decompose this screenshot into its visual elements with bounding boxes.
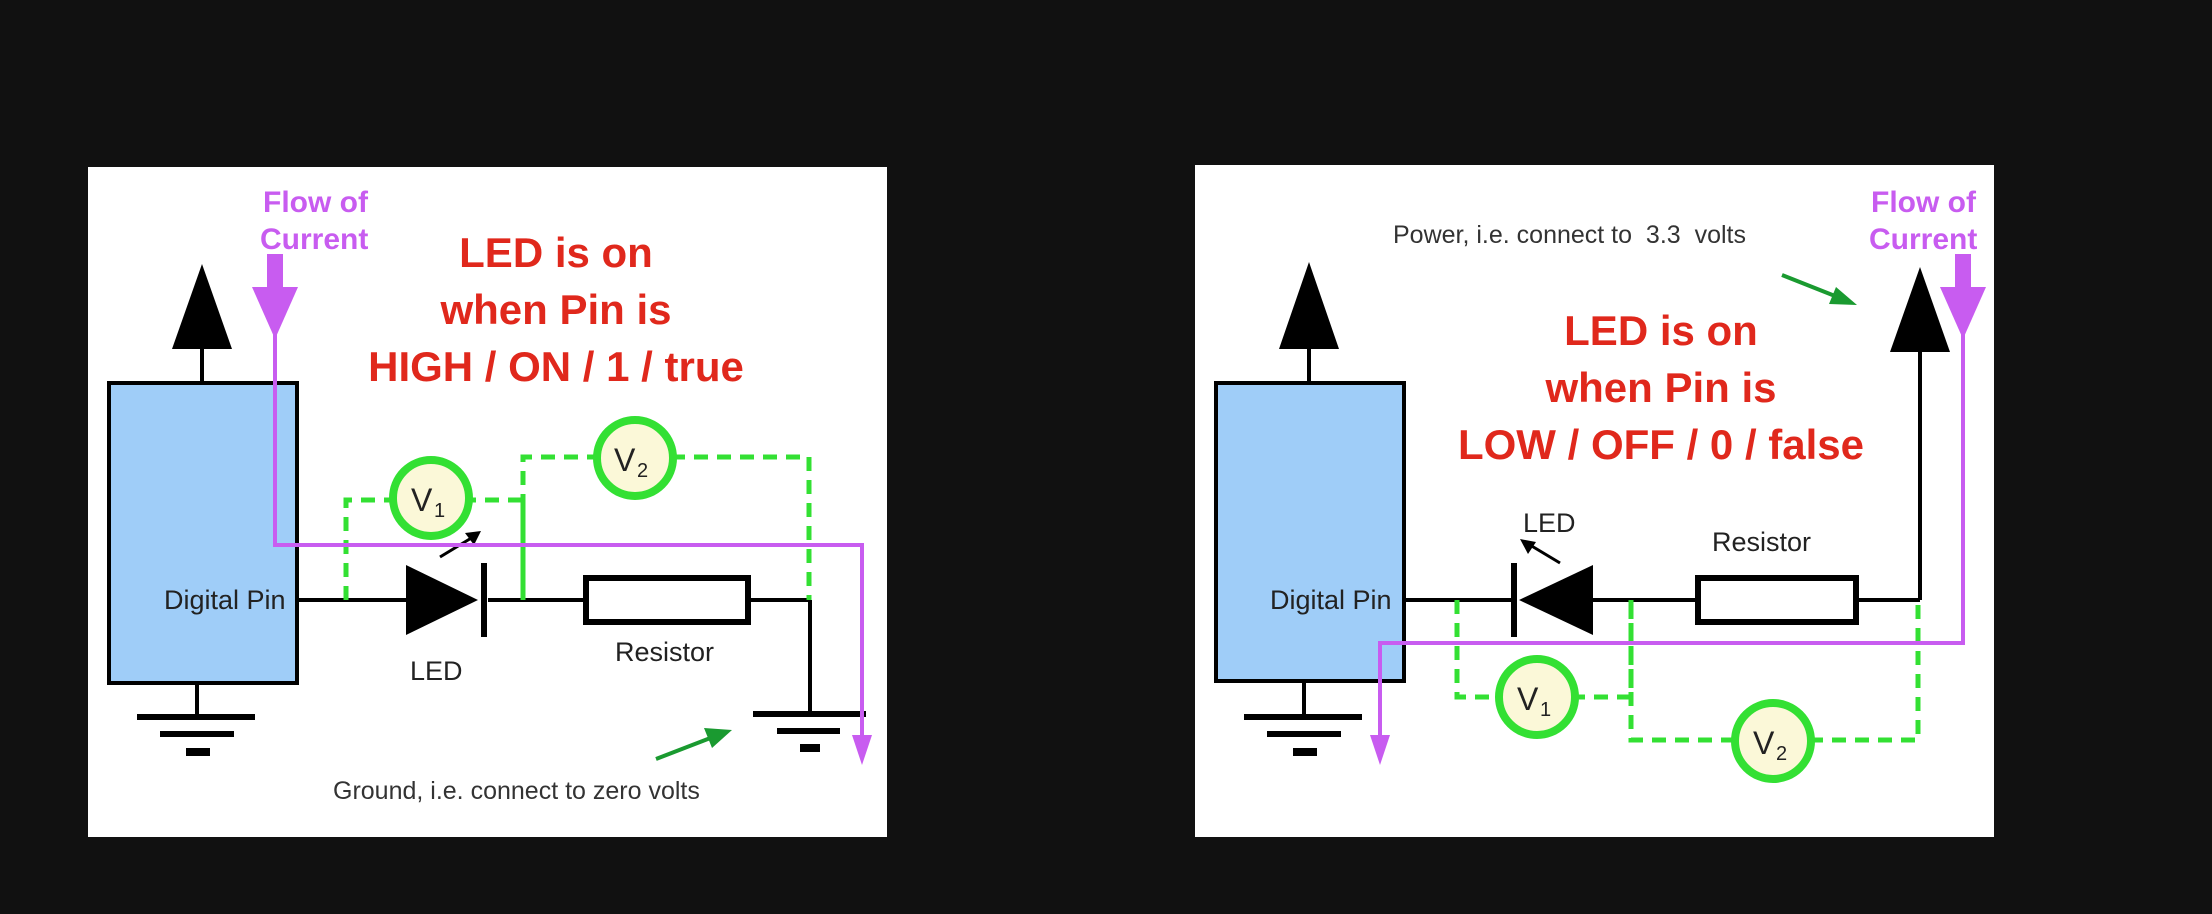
ground-icon bbox=[1244, 681, 1362, 756]
power-note: Power, i.e. connect to 3.3 volts bbox=[1393, 221, 1746, 249]
ground-icon bbox=[137, 683, 255, 756]
circuit-wire bbox=[297, 598, 812, 712]
voltmeter-2-subscript: 2 bbox=[1776, 743, 1787, 765]
voltmeter-2-subscript: 2 bbox=[637, 460, 648, 482]
resistor-icon bbox=[583, 575, 751, 625]
ground-icon bbox=[753, 711, 866, 752]
resistor-label: Resistor bbox=[615, 637, 714, 667]
digital-pin-label: Digital Pin bbox=[164, 585, 286, 615]
headline-line2: when Pin is bbox=[439, 286, 671, 333]
power-supply-icon bbox=[1279, 262, 1339, 383]
led-label: LED bbox=[410, 656, 463, 686]
voltmeter-2-label: V bbox=[614, 442, 636, 478]
headline-line1: LED is on bbox=[459, 229, 653, 276]
resistor-label: Resistor bbox=[1712, 527, 1811, 557]
voltmeter-icon: V 2 bbox=[593, 416, 677, 500]
pointer-arrow-icon bbox=[655, 728, 732, 761]
voltmeter-1-label: V bbox=[1517, 681, 1539, 717]
pointer-arrow-icon bbox=[1781, 273, 1857, 305]
flow-arrow-icon bbox=[1370, 254, 1986, 765]
led-diode-icon bbox=[1511, 539, 1593, 637]
voltmeter-probe-wires bbox=[343, 454, 812, 600]
circuit-panel-active-low: V 1 V 2 Flow of Current Power, i.e. conn… bbox=[1195, 165, 1994, 837]
led-label: LED bbox=[1523, 508, 1576, 538]
ground-note: Ground, i.e. connect to zero volts bbox=[333, 777, 700, 805]
power-supply-icon bbox=[172, 264, 232, 383]
flow-of-current-label-line2: Current bbox=[260, 223, 368, 256]
circuit-diagram-active-low: V 1 V 2 Flow of Current Power, i.e. conn… bbox=[1214, 186, 1986, 783]
flow-of-current-label-line1: Flow of bbox=[263, 186, 369, 219]
headline-line3: HIGH / ON / 1 / true bbox=[368, 343, 744, 390]
voltmeter-icon: V 2 bbox=[1731, 699, 1815, 783]
flow-of-current-label-line1: Flow of bbox=[1871, 186, 1977, 219]
voltmeter-icon: V 1 bbox=[1495, 655, 1579, 739]
microcontroller-block bbox=[107, 381, 299, 685]
headline-line1: LED is on bbox=[1564, 307, 1758, 354]
voltmeter-1-label: V bbox=[411, 482, 433, 518]
voltmeter-probe-wires bbox=[1454, 600, 1921, 743]
headline-line2: when Pin is bbox=[1544, 364, 1776, 411]
voltmeter-1-subscript: 1 bbox=[434, 500, 445, 522]
flow-arrow-icon bbox=[252, 254, 872, 765]
voltmeter-icon: V 1 bbox=[389, 456, 473, 540]
circuit-diagram-active-high: V 1 V 2 Flow of Current LED is on when P… bbox=[107, 186, 872, 805]
digital-pin-label: Digital Pin bbox=[1270, 585, 1392, 615]
voltmeter-2-label: V bbox=[1753, 725, 1775, 761]
microcontroller-block bbox=[1214, 381, 1406, 683]
flow-of-current-label-line2: Current bbox=[1869, 223, 1977, 256]
power-supply-icon bbox=[1890, 267, 1950, 600]
voltmeter-1-subscript: 1 bbox=[1540, 699, 1551, 721]
circuit-panel-active-high: V 1 V 2 Flow of Current LED is on when P… bbox=[88, 167, 887, 837]
headline-line3: LOW / OFF / 0 / false bbox=[1458, 421, 1864, 468]
resistor-icon bbox=[1695, 575, 1859, 625]
led-diode-icon bbox=[406, 531, 487, 637]
